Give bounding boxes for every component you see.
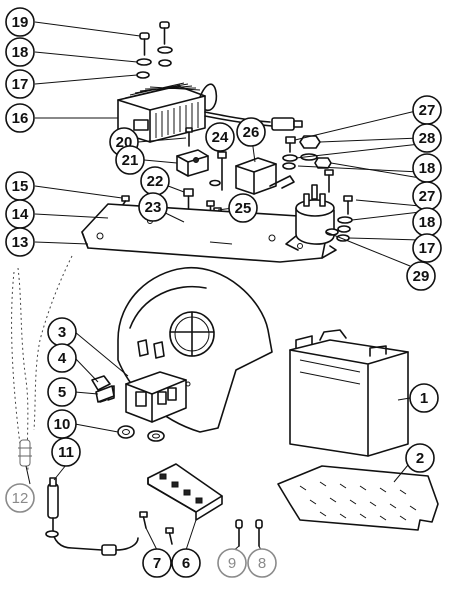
callout-12: 12 [5, 483, 35, 513]
callout-label: 11 [58, 444, 74, 461]
callout-16: 16 [5, 103, 35, 133]
starter-solenoid-part [285, 184, 337, 259]
callout-label: 21 [122, 152, 139, 169]
callout-label: 7 [153, 555, 161, 572]
callout-24: 24 [205, 122, 235, 152]
callout-label: 24 [212, 129, 229, 146]
callout-label: 16 [12, 110, 29, 127]
callout-label: 18 [12, 44, 29, 61]
clamp-block-part [176, 149, 209, 177]
callout-label: 1 [420, 390, 428, 407]
battery-part [289, 329, 409, 457]
mounting-plate-part [81, 203, 331, 263]
screw-20-part [185, 127, 193, 147]
callout-21: 21 [115, 145, 145, 175]
callout-11: 11 [51, 437, 81, 467]
callout-label: 29 [413, 268, 430, 285]
wiring-harness-part [11, 255, 73, 471]
callout-label: 4 [58, 350, 67, 367]
bolt-24-part [209, 151, 227, 191]
callout-label: 17 [12, 76, 29, 93]
voltage-regulator-part [117, 82, 303, 143]
callout-5: 5 [47, 377, 77, 407]
callout-17: 17 [5, 69, 35, 99]
callout-8: 8 [247, 548, 277, 578]
leader-lines [25, 21, 421, 553]
callout-26: 26 [236, 117, 266, 147]
battery-mat-part [277, 465, 439, 531]
callout-18: 18 [5, 37, 35, 67]
callout-label: 14 [12, 206, 29, 223]
grommets-part [117, 425, 165, 442]
callout-label: 6 [182, 555, 190, 572]
ignition-switch-part [45, 477, 139, 556]
callout-18-right: 18 [412, 153, 442, 183]
callout-label: 3 [58, 324, 66, 341]
callout-label: 8 [258, 555, 266, 572]
callout-1: 1 [409, 383, 439, 413]
callout-17-right: 17 [412, 233, 442, 263]
callout-29: 29 [406, 261, 436, 291]
callout-10: 10 [47, 409, 77, 439]
callout-label: 17 [419, 240, 436, 257]
callout-6: 6 [171, 548, 201, 578]
regulator-screws-part [136, 21, 173, 79]
callout-label: 19 [12, 14, 29, 31]
callout-18-right-lower: 18 [412, 207, 442, 237]
callout-label: 25 [235, 200, 252, 217]
relay-box-part [235, 157, 295, 195]
callout-label: 15 [12, 178, 29, 195]
callout-label: 27 [419, 188, 436, 205]
callout-label: 26 [243, 124, 260, 141]
callout-label: 28 [419, 130, 436, 147]
callout-7: 7 [142, 548, 172, 578]
callout-label: 5 [58, 384, 66, 401]
callout-label: 13 [12, 234, 29, 251]
callout-2: 2 [405, 443, 435, 473]
callout-14: 14 [5, 199, 35, 229]
callout-9: 9 [217, 548, 247, 578]
callout-label: 10 [54, 416, 71, 433]
callout-4: 4 [47, 343, 77, 373]
callout-27-bottom: 27 [412, 181, 442, 211]
callout-25: 25 [228, 193, 258, 223]
callout-label: 12 [12, 490, 29, 507]
control-module-part [91, 339, 187, 423]
callout-23: 23 [138, 192, 168, 222]
callout-3: 3 [47, 317, 77, 347]
fuses-part [235, 519, 263, 547]
callout-label: 18 [419, 214, 436, 231]
callout-label: 2 [416, 450, 424, 467]
fuse-block-part [139, 463, 223, 545]
callout-27-top: 27 [412, 95, 442, 125]
callout-22: 22 [140, 166, 170, 196]
callout-13: 13 [5, 227, 35, 257]
callout-label: 22 [147, 173, 164, 190]
callout-label: 18 [419, 160, 436, 177]
callout-15: 15 [5, 171, 35, 201]
callout-label: 9 [228, 555, 236, 572]
callout-label: 23 [145, 199, 162, 216]
callout-19: 19 [5, 7, 35, 37]
callout-28: 28 [412, 123, 442, 153]
callout-label: 27 [419, 102, 436, 119]
